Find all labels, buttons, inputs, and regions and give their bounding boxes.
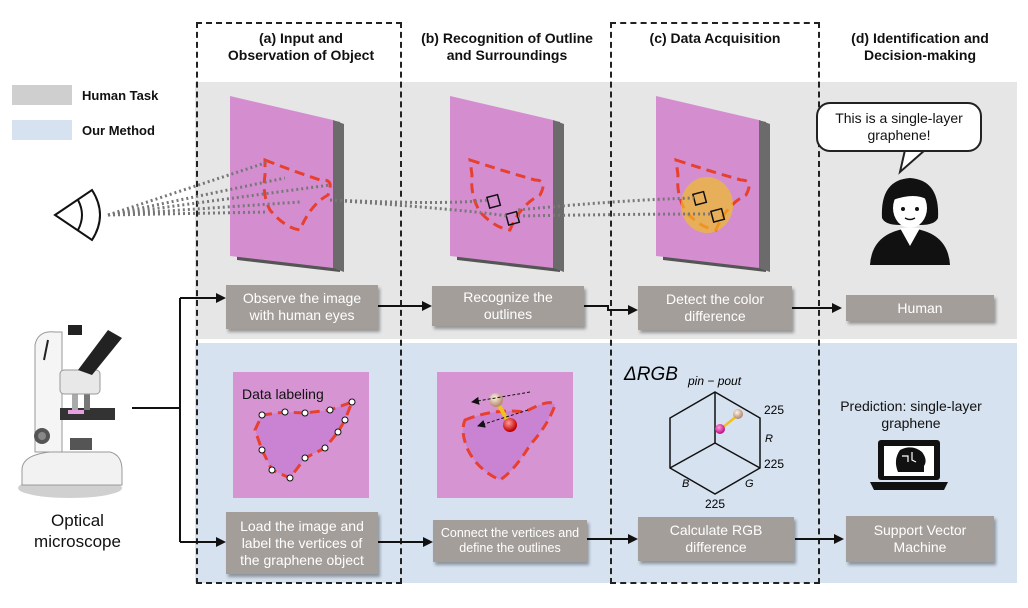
data-labeling-image: [233, 372, 369, 498]
legend-method-label: Our Method: [82, 123, 155, 138]
step-human-box: Human: [846, 295, 994, 321]
panel-c-image: [656, 96, 770, 272]
cube-label-b: B: [682, 478, 689, 490]
delta-rgb-label: ΔRGB: [623, 364, 678, 385]
column-b-title-line1: (b) Recognition of Outline: [421, 30, 593, 46]
data-labeling-label: Data labeling: [242, 386, 324, 402]
outline-image: [437, 372, 573, 498]
column-d-title-line1: (d) Identification and: [851, 30, 989, 46]
speech-bubble: This is a single-layer graphene!: [816, 102, 982, 152]
panel-a-image: [230, 96, 344, 272]
prediction-label: Prediction: single-layer graphene: [840, 398, 982, 431]
step-svm-label: Support Vector Machine: [873, 522, 967, 555]
step-detect-box: Detect the color difference: [638, 286, 792, 330]
point-out: [733, 409, 743, 419]
microscope-image: [18, 325, 123, 498]
step-recognize-label: Recognize the outlines: [463, 289, 553, 322]
point-in: [715, 424, 725, 434]
column-a-frame: [196, 22, 402, 584]
legend-method-swatch: [12, 120, 72, 140]
step-observe-box: Observe the image with human eyes: [226, 285, 378, 329]
column-d-title: (d) Identification and Decision-making: [820, 30, 1020, 64]
cube-label-bottom: 225: [705, 497, 725, 511]
column-c-title-line1: (c) Data Acquisition: [649, 30, 781, 46]
panel-b-image: [450, 96, 564, 272]
microscope-caption-line2: microscope: [34, 532, 121, 551]
column-c-title: (c) Data Acquisition: [610, 30, 820, 47]
step-calculate-box: Calculate RGB difference: [638, 517, 794, 561]
step-detect-label: Detect the color difference: [665, 291, 765, 324]
column-b-title: (b) Recognition of Outline and Surroundi…: [404, 30, 610, 64]
cube-label-right: 225: [764, 457, 784, 471]
eye-icon: [53, 188, 101, 242]
flow-connectors: [132, 293, 844, 547]
column-b-title-line2: and Surroundings: [446, 47, 568, 63]
column-a-title-line2: Observation of Object: [227, 47, 375, 63]
step-recognize-box: Recognize the outlines: [432, 286, 584, 326]
speech-text: This is a single-layer graphene!: [835, 110, 963, 143]
step-connect-label: Connect the vertices and define the outl…: [440, 526, 580, 555]
column-c-frame: [610, 22, 820, 584]
microscope-caption: Optical microscope: [20, 510, 135, 552]
rgb-cube: [669, 391, 761, 495]
person-icon: [870, 178, 950, 265]
column-a-title: (a) Input and Observation of Object: [198, 30, 404, 64]
step-load-box: Load the image and label the vertices of…: [226, 512, 378, 574]
step-calculate-label: Calculate RGB difference: [669, 522, 763, 555]
speech-bubble-tail: [898, 149, 926, 175]
delta-rgb-subscript: pin − pout: [687, 374, 742, 388]
cube-label-r: R: [765, 433, 773, 445]
cube-label-top: 225: [764, 403, 784, 417]
step-load-label: Load the image and label the vertices of…: [240, 517, 364, 568]
cube-label-g: G: [745, 478, 754, 490]
step-human-label: Human: [897, 299, 943, 316]
step-connect-box: Connect the vertices and define the outl…: [433, 520, 587, 562]
microscope-caption-line1: Optical: [51, 511, 104, 530]
legend-human-swatch: [12, 85, 72, 105]
column-a-title-line1: (a) Input and: [259, 30, 343, 46]
step-observe-label: Observe the image with human eyes: [242, 290, 362, 323]
column-d-title-line2: Decision-making: [863, 47, 977, 63]
sight-lines: [107, 160, 713, 218]
laptop-brain-icon: [870, 440, 948, 490]
legend-human-label: Human Task: [82, 88, 159, 103]
step-svm-box: Support Vector Machine: [846, 516, 994, 562]
